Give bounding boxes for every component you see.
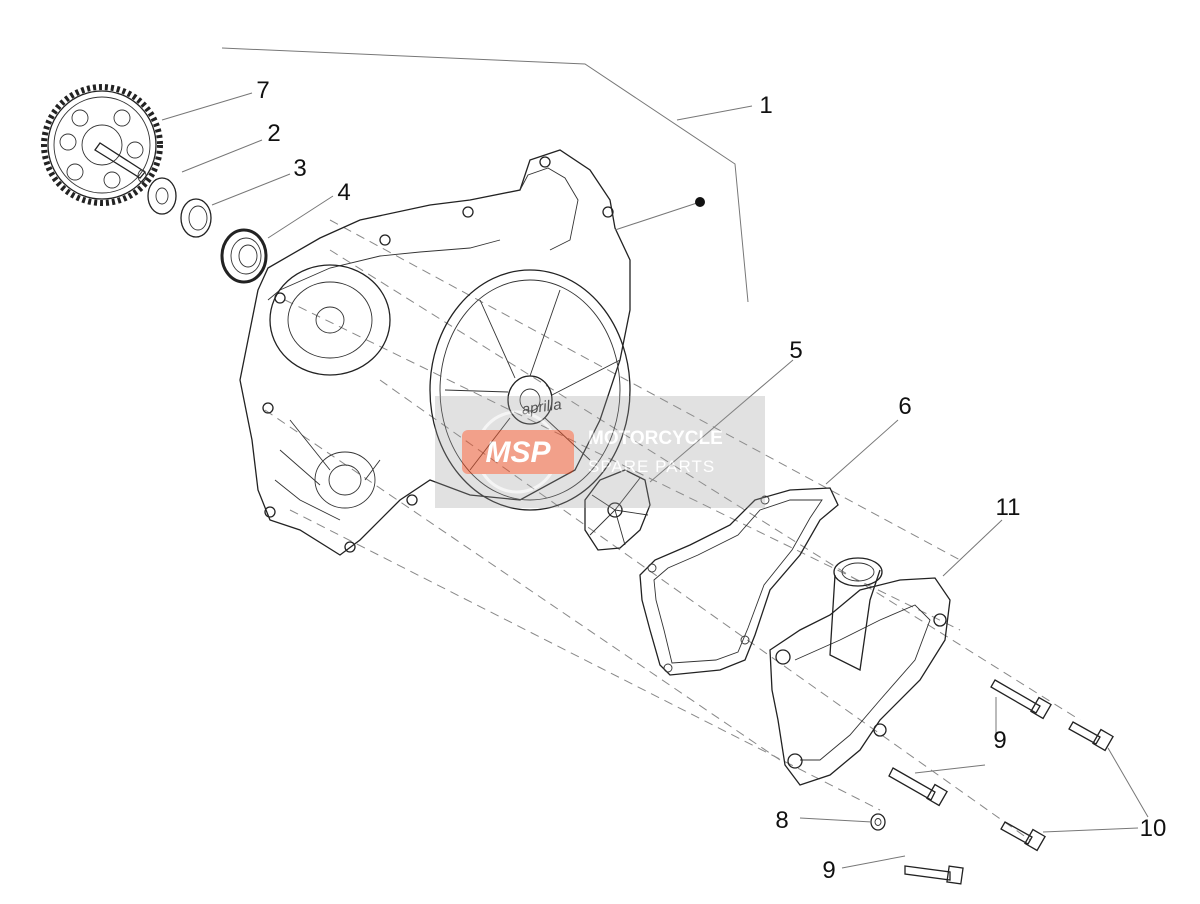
watermark-line-2: SPARE PARTS (588, 457, 715, 476)
callout-number-11: 11 (996, 494, 1021, 521)
alignment-lines (264, 219, 1081, 841)
callout-number-2: 2 (267, 120, 280, 147)
gasket-part[interactable] (639, 487, 839, 676)
callout-number-9: 9 (993, 727, 1006, 754)
impeller-part[interactable] (584, 469, 651, 551)
short-bolt-part[interactable] (1068, 721, 1114, 752)
callout-number-4: 4 (337, 179, 350, 206)
oil-seal-part[interactable] (220, 228, 268, 284)
callout-number-8: 8 (775, 807, 788, 834)
callout-dot-reference (614, 197, 705, 231)
seal-ring-part[interactable] (180, 198, 212, 238)
callout-1-bracket (221, 47, 753, 303)
watermark-logo-text: MSP (485, 436, 551, 469)
callout-number-1: 1 (759, 92, 772, 119)
cover-brand-logo: aprilia (521, 396, 563, 418)
watermark-logo-badge (462, 430, 574, 474)
callout-number-6: 6 (898, 393, 911, 420)
callout-number-10: 10 (1140, 815, 1167, 842)
bolt-part[interactable] (904, 865, 964, 885)
watermark: MSP MOTORCYCLE SPARE PARTS (435, 396, 765, 508)
bolt-part[interactable] (990, 679, 1052, 720)
water-pump-cover-part[interactable] (769, 557, 951, 786)
gear-part[interactable] (41, 84, 163, 206)
small-washer-part[interactable] (870, 813, 886, 831)
washer-part[interactable] (147, 177, 177, 215)
short-bolt-part[interactable] (1000, 821, 1046, 852)
bolt-part[interactable] (888, 767, 948, 807)
callout-number-3: 3 (293, 155, 306, 182)
watermark-line-1: MOTORCYCLE (588, 428, 723, 449)
callout-number-9: 9 (822, 857, 835, 884)
leader-lines (161, 92, 1149, 869)
callout-number-5: 5 (789, 337, 802, 364)
callout-number-7: 7 (256, 77, 269, 104)
